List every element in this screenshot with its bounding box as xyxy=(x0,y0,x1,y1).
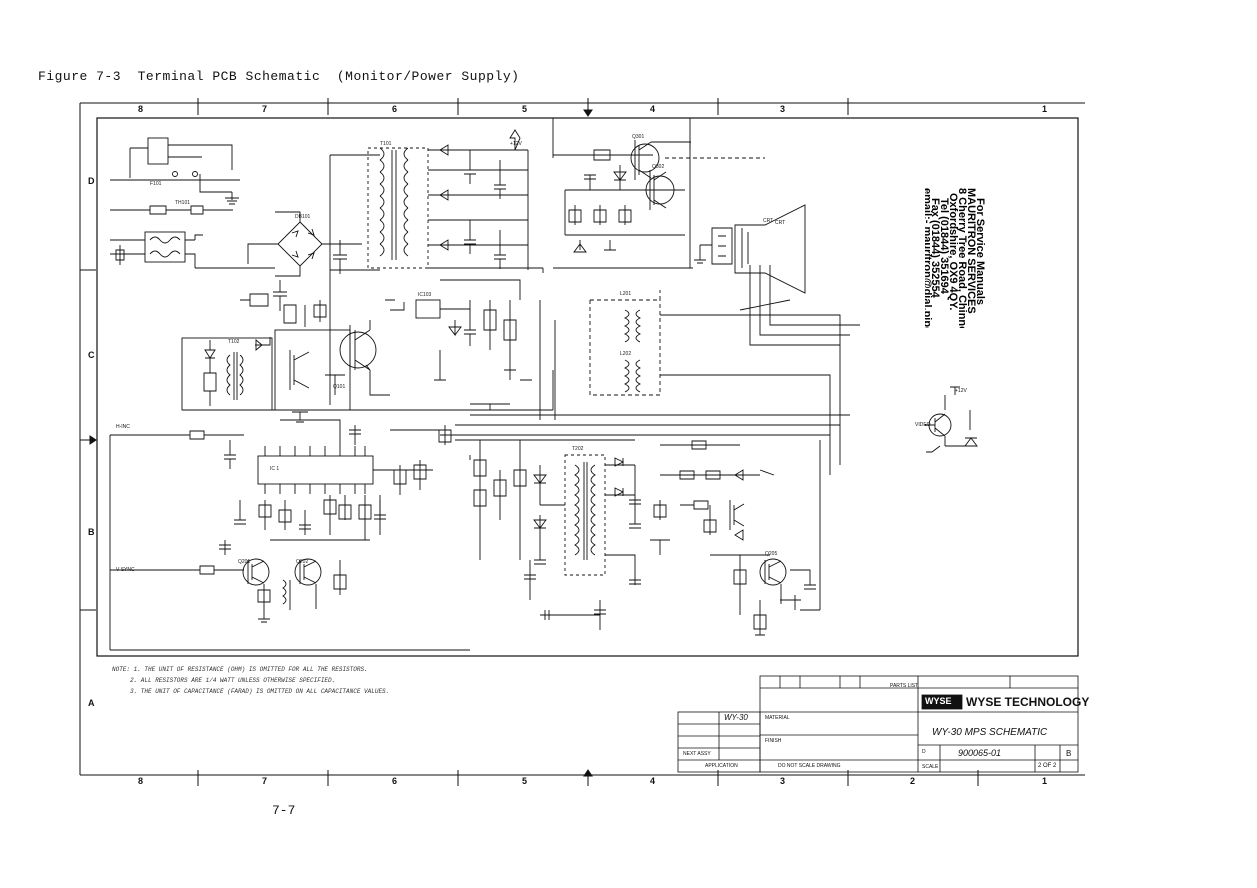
svg-text:T101: T101 xyxy=(380,141,392,147)
svg-text:T202: T202 xyxy=(572,446,584,452)
drawing-title: WY-30 MPS SCHEMATIC xyxy=(932,727,1048,738)
svg-text:Q201: Q201 xyxy=(238,559,250,565)
figure-title: Figure 7-3 Terminal PCB Schematic (Monit… xyxy=(38,69,520,84)
service-contact-block: For Service Manuals MAURITRON SERVICES 8… xyxy=(921,188,987,365)
svg-text:F101: F101 xyxy=(150,181,162,187)
zone-label-top: 5 xyxy=(522,104,528,114)
schematic-note: NOTE: 1. THE UNIT OF RESISTANCE (OHM) IS… xyxy=(112,666,368,673)
signal-label-crt: CRT xyxy=(775,220,786,226)
svg-text:Q205: Q205 xyxy=(765,551,777,557)
contact-line: MAURITRON SERVICES xyxy=(965,188,977,314)
zone-label-top: 3 xyxy=(780,104,786,114)
schematic-note: 3. THE UNIT OF CAPACITANCE (FARAD) IS OM… xyxy=(130,688,390,695)
revision: B xyxy=(1066,749,1072,758)
contact-line: 8 Cherry Tree Road, Chinnor xyxy=(956,188,968,328)
contact-line: For Service Manuals xyxy=(974,198,986,305)
signal-label-12v: +12V xyxy=(955,388,967,394)
svg-text:TH101: TH101 xyxy=(175,200,190,206)
row-label: B xyxy=(88,527,95,537)
svg-text:Q301: Q301 xyxy=(632,134,644,140)
contact-line: Oxfordshire, OX9 4QY. xyxy=(947,193,959,310)
zone-label-bottom: 1 xyxy=(1042,776,1048,786)
zone-label-bottom: 6 xyxy=(392,776,398,786)
signal-label-video: VIDEO xyxy=(915,422,931,428)
parts-list-label: PARTS LIST xyxy=(890,683,919,689)
application-label: APPLICATION xyxy=(705,763,738,769)
do-not-scale-label: DO NOT SCALE DRAWING xyxy=(778,763,841,769)
service-contact-text: For Service Manuals MAURITRON SERVICES 8… xyxy=(921,188,986,365)
contact-line: Tel (01844) 351694 xyxy=(938,198,950,295)
signal-label-vsync: V-SYNC xyxy=(116,567,135,573)
svg-text:CRT: CRT xyxy=(763,218,773,224)
zone-label-bottom: 3 xyxy=(780,776,786,786)
zone-label-top: 4 xyxy=(650,104,656,114)
row-label: A xyxy=(88,698,95,708)
page-number: 7-7 xyxy=(272,803,296,818)
zone-label-top: 6 xyxy=(392,104,398,114)
drawing-number: 900065-01 xyxy=(958,748,1002,758)
zone-label-top: 1 xyxy=(1042,104,1048,114)
scale-label: SCALE xyxy=(922,764,939,770)
svg-text:L202: L202 xyxy=(620,351,631,357)
zone-label-bottom: 5 xyxy=(522,776,528,786)
row-label: D xyxy=(88,176,95,186)
svg-text:DB101: DB101 xyxy=(295,214,311,220)
sheet-number: 2 OF 2 xyxy=(1038,763,1057,769)
svg-text:IC103: IC103 xyxy=(418,292,432,298)
row-label: C xyxy=(88,350,95,360)
svg-text:T102: T102 xyxy=(228,339,240,345)
next-assy-label: NEXT ASSY xyxy=(683,751,711,757)
svg-text:L201: L201 xyxy=(620,291,631,297)
signal-label-12v: +12V xyxy=(510,141,522,147)
zone-label-bottom: 8 xyxy=(138,776,144,786)
svg-text:Q302: Q302 xyxy=(652,164,664,170)
zone-label-top: 7 xyxy=(262,104,268,114)
schematic-note: 2. ALL RESISTORS ARE 1/4 WATT UNLESS OTH… xyxy=(130,677,336,684)
used-on-model: WY-30 xyxy=(724,713,748,722)
zone-label-bottom: 2 xyxy=(910,776,916,786)
svg-text:Q101: Q101 xyxy=(333,384,345,390)
svg-text:IC 1: IC 1 xyxy=(270,466,279,472)
zone-label-bottom: 4 xyxy=(650,776,656,786)
material-label: MATERIAL xyxy=(765,715,790,721)
contact-line: email:- mauritron@dial.pipex.com xyxy=(925,188,933,328)
finish-label: FINISH xyxy=(765,738,782,744)
signal-label-hinc: H-INC xyxy=(116,424,130,430)
size-label: D xyxy=(922,749,926,755)
wyse-logo: WYSE xyxy=(925,696,952,706)
contact-line: Fax (01844) 352554 xyxy=(929,198,941,299)
zone-label-top: 8 xyxy=(138,104,144,114)
company-name: WYSE TECHNOLOGY xyxy=(966,695,1090,709)
zone-label-bottom: 7 xyxy=(262,776,268,786)
svg-text:Q202: Q202 xyxy=(296,559,308,565)
